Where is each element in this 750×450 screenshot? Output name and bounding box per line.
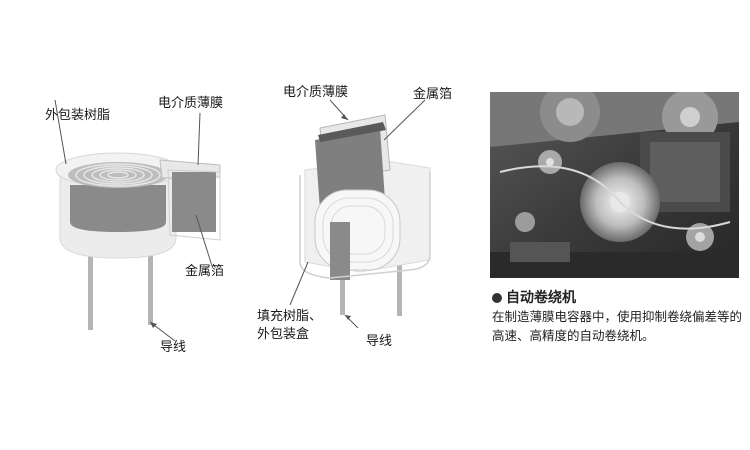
- label-metal-foil-left: 金属箔: [185, 264, 225, 279]
- round-capacitor: [54, 99, 221, 342]
- box-winding: [314, 189, 401, 271]
- inner-foil: [330, 222, 350, 280]
- mid-lead-1: [340, 265, 345, 315]
- photo-caption-title-text: 自动卷绕机: [506, 290, 576, 306]
- label-dielectric-film-mid: 电介质薄膜: [283, 85, 349, 100]
- label-fill-resin-line2: 外包装盒: [257, 327, 310, 342]
- left-lead-1: [88, 245, 93, 330]
- label-dielectric-film-left: 电介质薄膜: [158, 96, 224, 111]
- foil-tab: [172, 172, 216, 232]
- label-fill-resin-line1: 填充树脂、: [257, 309, 323, 324]
- label-outer-resin: 外包装树脂: [45, 108, 111, 123]
- photo-caption-body: 在制造薄膜电容器中，使用抑制卷绕偏差等的高速、高精度的自动卷绕机。: [492, 309, 743, 343]
- box-capacitor: [289, 99, 431, 329]
- label-metal-foil-mid: 金属箔: [413, 87, 453, 102]
- mid-lead-2: [397, 250, 402, 316]
- left-lead-2: [148, 245, 153, 325]
- label-lead-left: 导线: [160, 340, 187, 355]
- winding-band: [70, 185, 166, 232]
- winding-machine-photo: [490, 92, 739, 278]
- label-lead-mid: 导线: [366, 334, 393, 349]
- photo-caption-title: 自动卷绕机: [492, 287, 576, 307]
- bullet-icon: [492, 293, 502, 303]
